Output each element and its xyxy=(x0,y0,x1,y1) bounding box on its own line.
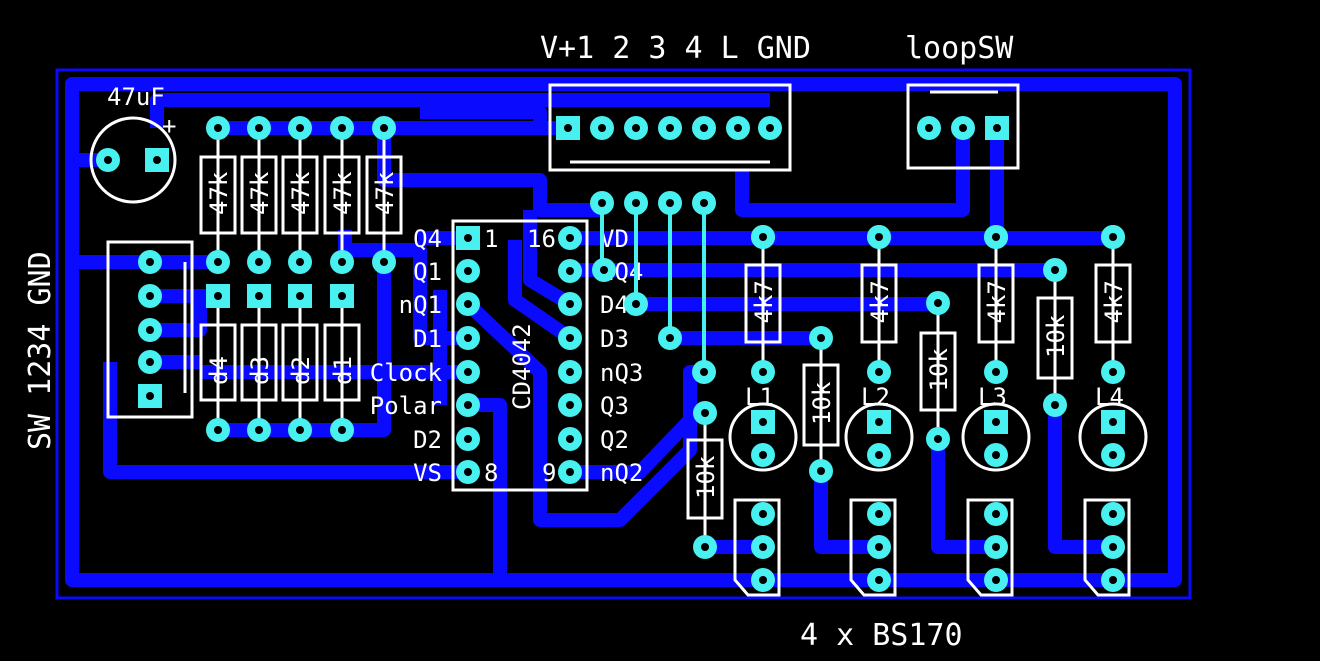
power-led-connector xyxy=(548,83,792,384)
resistor-10k xyxy=(919,331,957,412)
resistor-4k7-value: 4k7 xyxy=(983,280,1011,323)
ic-pin16-label: 16 xyxy=(527,225,556,253)
diode-label: d1 xyxy=(329,356,357,385)
resistor-10k-value: 10k xyxy=(925,348,953,392)
diode-label: d4 xyxy=(205,356,233,385)
diode xyxy=(281,323,319,402)
resistor-4k7 xyxy=(744,263,782,344)
resistor-4k7 xyxy=(860,263,898,344)
resistor-47k xyxy=(199,155,237,235)
resistor-10k xyxy=(686,438,724,520)
resistors-47k: 47k 47k 47k 47k 47k xyxy=(199,116,403,274)
ic-right-pin-label: Q3 xyxy=(600,392,629,420)
loopsw-label: loopSW xyxy=(905,31,1014,66)
resistor-10k xyxy=(802,363,840,447)
diodes: d4 d3 d2 d1 xyxy=(199,284,361,442)
ic-left-pin-label: D1 xyxy=(413,325,442,353)
ic-right-pin-label: Q2 xyxy=(600,426,629,454)
ic-pin9-label: 9 xyxy=(542,459,556,487)
resistor-4k7-value: 4k7 xyxy=(1100,280,1128,323)
ic-name: CD4042 xyxy=(508,323,536,410)
led-label: L2 xyxy=(861,383,890,411)
resistor-10k-value: 10k xyxy=(808,381,836,425)
resistor-47k-value: 47k xyxy=(205,171,233,215)
led-label: L4 xyxy=(1095,383,1124,411)
switch-connector xyxy=(106,240,194,419)
resistor-10k-value: 10k xyxy=(692,455,720,499)
resistor-4k7-value: 4k7 xyxy=(866,280,894,323)
ic-pin1-label: 1 xyxy=(484,225,498,253)
ic-right-pin-label: nQ3 xyxy=(600,359,643,387)
resistor-4k7 xyxy=(1094,263,1132,344)
ic-left-pin-label: Clock xyxy=(370,359,443,387)
resistor-47k-value: 47k xyxy=(287,171,315,215)
left-connector-label: SW 1234 GND xyxy=(23,251,58,450)
transistor-outline xyxy=(733,498,781,597)
capacitor-47uf xyxy=(89,116,177,204)
led-label: L3 xyxy=(978,383,1007,411)
resistor-47k-value: 47k xyxy=(371,171,399,215)
transistor-outline xyxy=(1083,498,1131,597)
led-label: L1 xyxy=(745,383,774,411)
resistor-10k xyxy=(1036,296,1074,380)
led-outline xyxy=(1078,402,1148,472)
ic-left-pin-label: D2 xyxy=(413,426,442,454)
ic-pin8-label: 8 xyxy=(484,459,498,487)
resistor-10k-value: 10k xyxy=(1042,314,1070,358)
resistor-47k-value: 47k xyxy=(329,171,357,215)
loop-switch-connector xyxy=(906,83,1020,170)
resistor-4k7 xyxy=(977,263,1015,344)
resistor-47k xyxy=(240,155,278,235)
resistor-4k7-value: 4k7 xyxy=(750,280,778,323)
diode xyxy=(323,323,361,402)
led-outline xyxy=(844,402,914,472)
ic-left-pin-label: nQ1 xyxy=(399,291,442,319)
diode-label: d3 xyxy=(246,356,274,385)
ic-left-pin-label: Q1 xyxy=(413,258,442,286)
resistor-47k xyxy=(365,155,403,235)
ic-right-pin-label: VD xyxy=(600,225,629,253)
ic-left-pin-label: VS xyxy=(413,459,442,487)
ic-left-pin-label: Q4 xyxy=(413,225,442,253)
cap-polarity-label: + xyxy=(162,112,176,140)
diode-label: d2 xyxy=(287,356,315,385)
board-outline xyxy=(55,68,1192,600)
ic-right-pin-label: D3 xyxy=(600,325,629,353)
ic-right-pin-label: nQ2 xyxy=(600,459,643,487)
diode xyxy=(240,323,278,402)
transistor-outline xyxy=(849,498,897,597)
transistor-label: 4 x BS170 xyxy=(800,618,963,653)
resistor-47k xyxy=(281,155,319,235)
resistor-47k-value: 47k xyxy=(246,171,274,215)
resistor-47k xyxy=(323,155,361,235)
led-outline xyxy=(728,402,798,472)
led-outline xyxy=(961,402,1031,472)
diode xyxy=(199,323,237,402)
connector-label: V+1 2 3 4 L GND xyxy=(540,31,811,66)
ic-left-pin-label: Polar xyxy=(370,392,442,420)
cap-value-label: 47uF xyxy=(107,83,165,111)
transistor-outline xyxy=(966,498,1014,597)
